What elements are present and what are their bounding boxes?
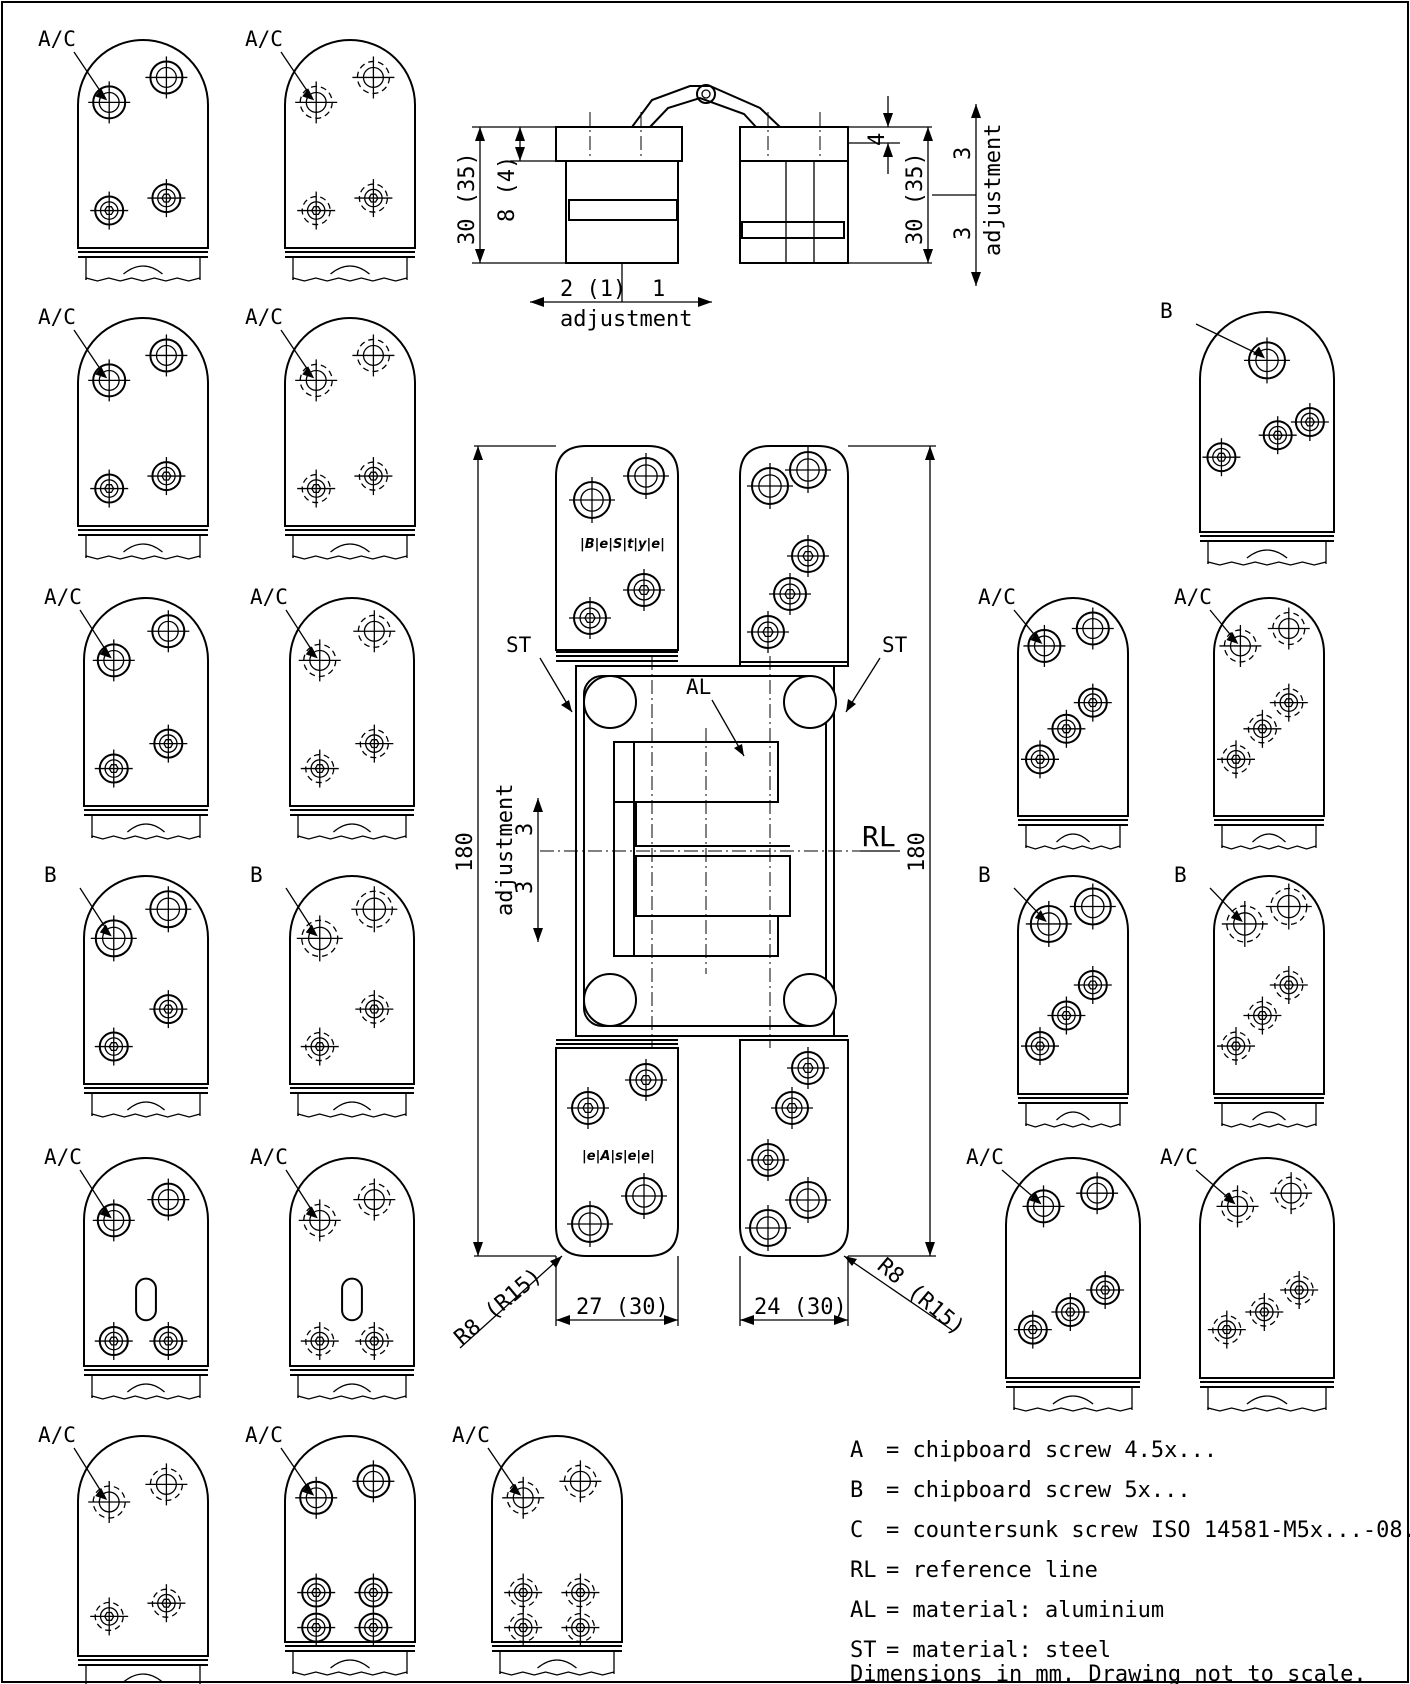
- dim-adjust-1: 1: [652, 277, 665, 302]
- plate-callout: A/C: [245, 27, 283, 51]
- plate-variant: A/C: [38, 1423, 209, 1684]
- legend-key-b: B: [850, 1478, 863, 1503]
- dim-length-right: 180: [905, 832, 930, 872]
- plate-callout: A/C: [245, 305, 283, 329]
- dim-four: 4: [865, 133, 890, 146]
- legend-text-rl: = reference line: [886, 1558, 1098, 1583]
- drawing-note: Dimensions in mm. Drawing not to scale.: [850, 1662, 1367, 1684]
- callout-st-left: ST: [506, 633, 532, 657]
- legend-key-a: A: [850, 1438, 863, 1463]
- callout-al: AL: [686, 675, 711, 699]
- plate-variant: A/C: [966, 1145, 1141, 1412]
- plate-callout: B: [1160, 299, 1173, 323]
- plate-callout: B: [250, 863, 263, 887]
- dim-radius-left: R8 (R15): [450, 1263, 547, 1350]
- plate-variant: A/C: [245, 1423, 416, 1676]
- plate-variant: A/C: [245, 305, 416, 560]
- plate-variant: B: [1160, 299, 1335, 566]
- plate-variant: A/C: [978, 585, 1129, 850]
- plate-variant: B: [1174, 863, 1325, 1128]
- dim-length-left: 180: [453, 832, 478, 872]
- plate-logo-lower: |e|A|s|e|e|: [582, 1149, 655, 1164]
- legend-text-a: = chipboard screw 4.5x...: [886, 1438, 1217, 1463]
- plate-variant: A/C: [452, 1423, 623, 1676]
- plate-variant: A/C: [245, 27, 416, 282]
- dim-adjust-2-1: 2 (1): [560, 277, 626, 302]
- plate-variants: A/C A/C A/C A/C A/C A/C B B A/C A/C A/C A/C A/C B A/C A…: [38, 27, 1335, 1684]
- plate-callout: A/C: [245, 1423, 283, 1447]
- plate-callout: B: [1174, 863, 1187, 887]
- dim-adjust-down: 3: [951, 227, 976, 240]
- legend-key-c: C: [850, 1518, 863, 1543]
- plate-variant: A/C: [250, 1145, 415, 1400]
- dim-width-right: 24 (30): [754, 1295, 847, 1320]
- callout-st-right: ST: [882, 633, 908, 657]
- legend-key-rl: RL: [850, 1558, 877, 1583]
- legend-key-al: AL: [850, 1598, 877, 1623]
- plate-callout: A/C: [44, 1145, 82, 1169]
- dim-adjust-center-down: 3: [513, 881, 538, 894]
- dim-height-top-right: 30 (35): [903, 152, 928, 245]
- hinge-front-view: |B|e|S|t|y|e| |e|A|s|e|e| 180 180 3 3 ad…: [450, 445, 969, 1351]
- legend-text-b: = chipboard screw 5x...: [886, 1478, 1191, 1503]
- plate-callout: A/C: [44, 585, 82, 609]
- legend-text-c: = countersunk screw ISO 14581-M5x...-08.…: [886, 1518, 1410, 1543]
- legend-text-al: = material: aluminium: [886, 1598, 1164, 1623]
- legend-text-st: = material: steel: [886, 1638, 1111, 1663]
- dim-radius-right: R8 (R15): [872, 1253, 969, 1340]
- plate-callout: A/C: [978, 585, 1016, 609]
- plate-variant: B: [978, 863, 1129, 1128]
- legend: A = chipboard screw 4.5x... B = chipboar…: [850, 1438, 1410, 1684]
- dim-adjust-up: 3: [951, 147, 976, 160]
- plate-variant: B: [44, 863, 209, 1118]
- plate-callout: B: [978, 863, 991, 887]
- plate-variant: A/C: [250, 585, 415, 840]
- plate-callout: A/C: [38, 27, 76, 51]
- dim-adjustment-label-top: adjustment: [981, 124, 1006, 256]
- plate-callout: A/C: [250, 1145, 288, 1169]
- reference-line-label: RL: [862, 820, 896, 853]
- plate-callout: A/C: [1160, 1145, 1198, 1169]
- dim-width-left: 27 (30): [576, 1295, 669, 1320]
- plate-callout: A/C: [38, 1423, 76, 1447]
- plate-callout: A/C: [452, 1423, 490, 1447]
- dim-adjustment-label-center: adjustment: [493, 784, 518, 916]
- hinge-top-view: 30 (35) 8 (4) 30 (35) 4 3 3 adjustment 2…: [455, 84, 1006, 332]
- plate-variant: A/C: [38, 27, 209, 282]
- plate-variant: A/C: [44, 585, 209, 840]
- plate-variant: A/C: [1174, 585, 1325, 850]
- legend-key-st: ST: [850, 1638, 877, 1663]
- plate-variant: B: [250, 863, 415, 1118]
- plate-callout: B: [44, 863, 57, 887]
- dim-adjust-center-up: 3: [513, 823, 538, 836]
- plate-callout: A/C: [250, 585, 288, 609]
- plate-variant: A/C: [38, 305, 209, 560]
- plate-callout: A/C: [966, 1145, 1004, 1169]
- plate-callout: A/C: [38, 305, 76, 329]
- plate-callout: A/C: [1174, 585, 1212, 609]
- dim-adjustment-label-horizontal: adjustment: [560, 307, 692, 332]
- dim-height-top-left: 30 (35): [455, 152, 480, 245]
- plate-variant: A/C: [1160, 1145, 1335, 1412]
- plate-variant: A/C: [44, 1145, 209, 1400]
- plate-logo-upper: |B|e|S|t|y|e|: [580, 537, 665, 552]
- dim-offset-top: 8 (4): [495, 156, 520, 222]
